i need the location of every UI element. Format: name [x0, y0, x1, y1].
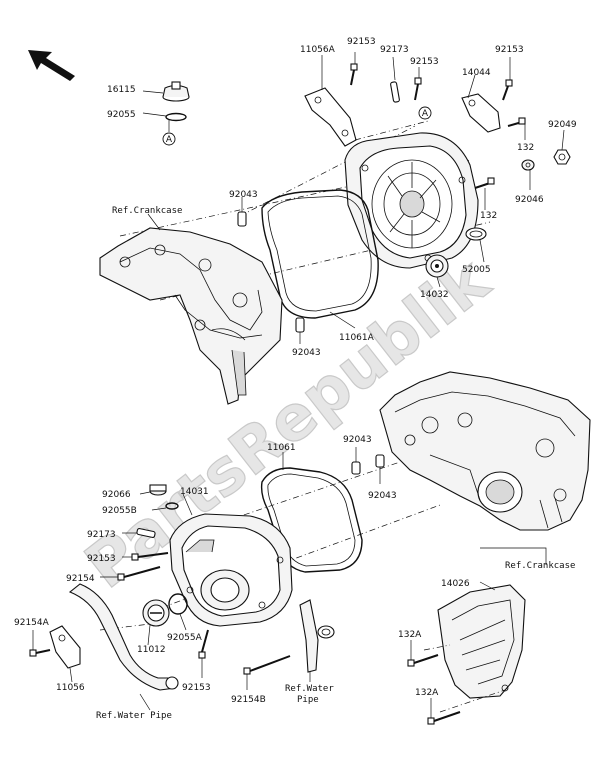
water-pipe-part [68, 583, 179, 691]
washer-part [521, 159, 535, 171]
plug-cap-part [149, 484, 167, 496]
part-label-16115: 16115 [107, 85, 136, 95]
bolt-part [407, 654, 439, 667]
part-label-11056a: 11056A [300, 45, 336, 55]
dowel-pin-part [136, 528, 156, 538]
part-label-14031: 14031 [180, 487, 209, 497]
dowel-pin-part [351, 461, 361, 475]
svg-text:A: A [422, 109, 429, 119]
part-label-92066: 92066 [102, 490, 131, 500]
reference-water-pipe-label: Ref.Water [285, 684, 334, 694]
part-label-92055b: 92055B [102, 506, 137, 516]
nut-part [553, 149, 571, 165]
reference-water-pipe-label: Pipe [297, 695, 319, 705]
part-label-132: 132 [480, 211, 497, 221]
gasket-part [261, 189, 379, 319]
dowel-pin-part [375, 454, 385, 468]
oil-filler-cap-part [162, 81, 190, 102]
dowel-pin-part [390, 81, 400, 103]
part-label-92153: 92153 [182, 683, 211, 693]
part-label-92055a: 92055A [167, 633, 203, 643]
bolt-part [427, 711, 461, 725]
dowel-pin-part [295, 317, 305, 333]
part-label-11061a: 11061A [339, 333, 375, 343]
bolt-part [507, 117, 526, 127]
bolt-part [350, 63, 358, 86]
o-ring-part [168, 593, 188, 615]
part-label-92049: 92049 [548, 120, 577, 130]
svg-text:A: A [166, 135, 173, 145]
part-label-11012: 11012 [137, 645, 166, 655]
part-label-92153: 92153 [87, 554, 116, 564]
part-label-92046: 92046 [515, 195, 544, 205]
plug-cap-part [142, 599, 170, 627]
bracket-part [49, 625, 81, 669]
water-pipe-part [299, 599, 335, 673]
reference-water-pipe-label: Ref.Water Pipe [96, 711, 172, 721]
bolt-part [243, 655, 291, 675]
part-label-11061: 11061 [267, 443, 296, 453]
callout-a-marker: A [418, 106, 432, 120]
part-label-92043: 92043 [343, 435, 372, 445]
callout-a-marker: A [162, 132, 176, 146]
o-ring-part [165, 502, 179, 510]
reference-crankcase-label: Ref.Crankcase [112, 206, 182, 216]
part-label-132: 132 [517, 143, 534, 153]
part-label-92043: 92043 [368, 491, 397, 501]
part-label-92153: 92153 [347, 37, 376, 47]
part-label-14044: 14044 [462, 68, 491, 78]
generator-cover-part [169, 513, 293, 627]
oil-level-gauge-part [425, 254, 449, 278]
gasket-part [260, 467, 363, 573]
dowel-pin-part [237, 211, 247, 227]
front-direction-arrow-icon [28, 50, 75, 81]
bolt-part [414, 77, 422, 101]
bolt-part [29, 649, 51, 657]
part-label-92043: 92043 [292, 348, 321, 358]
reference-crankcase-label: Ref.Crankcase [505, 561, 575, 571]
part-label-132a: 132A [415, 688, 439, 698]
part-label-92153: 92153 [495, 45, 524, 55]
part-label-92154: 92154 [66, 574, 95, 584]
o-ring-part [165, 112, 187, 122]
part-label-11056: 11056 [56, 683, 85, 693]
part-label-92055: 92055 [107, 110, 136, 120]
crankcase-reference-part [379, 371, 591, 531]
part-label-14026: 14026 [441, 579, 470, 589]
part-label-92173: 92173 [87, 530, 116, 540]
part-label-92154a: 92154A [14, 618, 50, 628]
bolt-part [502, 79, 513, 101]
clutch-cover-part [344, 132, 479, 269]
part-label-132a: 132A [398, 630, 422, 640]
bolt-part [474, 177, 495, 189]
crankcase-reference-part [99, 227, 283, 405]
sprocket-cover-part [437, 584, 526, 699]
part-label-92173: 92173 [380, 45, 409, 55]
oil-seal-part [465, 227, 487, 241]
part-label-92043: 92043 [229, 190, 258, 200]
part-label-92153: 92153 [410, 57, 439, 67]
bracket-part [304, 87, 357, 147]
cover-plate-part [461, 93, 501, 133]
part-label-92154b: 92154B [231, 695, 266, 705]
part-label-52005: 52005 [462, 265, 491, 275]
part-label-14032: 14032 [420, 290, 449, 300]
